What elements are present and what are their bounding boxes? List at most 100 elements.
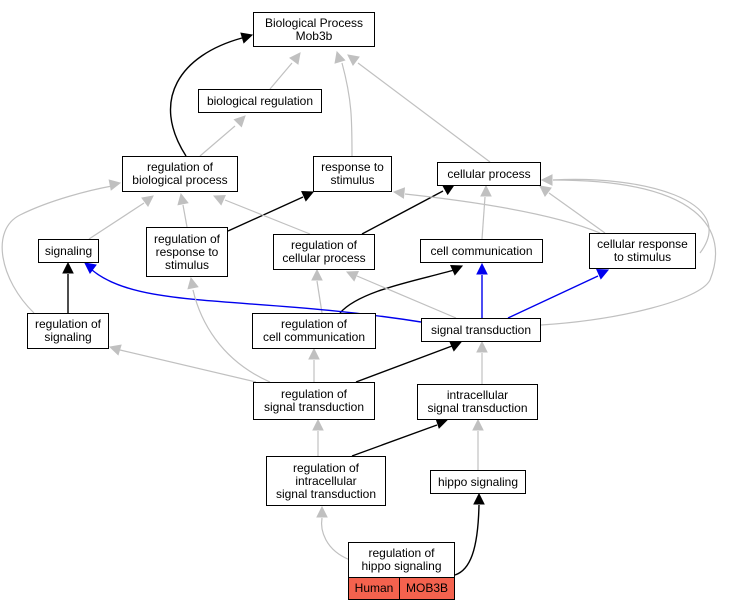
edge-line (357, 62, 491, 163)
edge-line (481, 196, 486, 240)
edge-arrowhead (442, 184, 455, 196)
node-signal-transduction[interactable]: signal transduction (421, 318, 541, 342)
node-label-line: regulation of (292, 460, 360, 475)
node-label-line: regulation of (146, 160, 214, 174)
node-label-line: signal transduction (427, 401, 528, 415)
edge-line (540, 179, 717, 326)
edge-line (507, 275, 599, 319)
node-label-line: signal transduction (275, 486, 377, 501)
node-label-line: regulation of (153, 231, 221, 246)
node-label-line: cellular process (282, 251, 366, 265)
node-intracellular-signal-transduction[interactable]: intracellular signal transduction (417, 384, 538, 420)
edge-arrowhead (108, 179, 122, 191)
node-label-line: signal transduction (263, 400, 365, 414)
node-label-line: stimulus (330, 173, 375, 187)
node-label-line: Biological Process (264, 15, 364, 30)
edge-arrowhead (473, 492, 485, 505)
node-regulation-of-signal-transduction[interactable]: regulation of signal transduction (253, 382, 375, 420)
node-label-line: response to (155, 244, 219, 259)
edge-arrowhead (311, 268, 323, 281)
node-biological-process-mob3b[interactable]: Biological Process Mob3b (253, 12, 375, 47)
node-label-line: signaling (44, 243, 93, 258)
edge-arrowhead (108, 344, 122, 356)
node-label-line: regulation of (368, 546, 435, 560)
edge-line (192, 289, 271, 383)
edge-arrowhead (301, 190, 315, 202)
node-label-line: regulation of (34, 317, 102, 331)
edge-arrowhead (141, 195, 154, 207)
edge-line (88, 202, 145, 240)
edge-arrowhead (596, 268, 610, 280)
node-cell-communication[interactable]: cell communication (420, 239, 543, 263)
node-label-line: to stimulus (613, 250, 672, 264)
edge-arrowhead (308, 347, 320, 360)
node-cellular-process[interactable]: cellular process (437, 162, 541, 186)
node-label-line: hippo signaling (361, 559, 442, 573)
edge-arrowhead (472, 418, 484, 431)
node-signaling[interactable]: signaling (38, 239, 99, 263)
node-regulation-of-biological-process[interactable]: regulation of biological process (122, 156, 238, 192)
gene-tag: MOB3B (399, 577, 455, 600)
edge-arrowhead (476, 262, 488, 275)
edge-line (339, 269, 455, 314)
edge-line (1, 185, 113, 314)
node-regulation-of-signaling[interactable]: regulation of signaling (27, 313, 109, 349)
node-regulation-of-response-to-stimulus[interactable]: regulation of response to stimulus (146, 227, 228, 277)
edge-arrowhead (476, 340, 488, 353)
node-label-line: cell communication (262, 330, 366, 344)
edge-arrowhead (334, 50, 346, 64)
edge-arrowhead (312, 418, 324, 431)
node-label-line: stimulus (164, 257, 209, 272)
node-label-line: cellular response (597, 237, 688, 251)
edge-arrowhead (540, 174, 553, 186)
edge-arrowhead (392, 187, 406, 199)
edge-line (548, 192, 606, 234)
edge-line (182, 204, 188, 228)
edge-line (351, 424, 438, 457)
edge-line (355, 345, 453, 383)
edge-line (119, 349, 257, 383)
node-label-line: Mob3b (295, 28, 333, 43)
node-label-line: hippo signaling (437, 474, 519, 489)
edge-arrowhead (316, 505, 328, 518)
edge-line (356, 275, 457, 319)
edge-line (361, 190, 444, 235)
edge-arrowhead (233, 115, 246, 128)
edge-line (224, 199, 311, 235)
node-regulation-of-hippo-signaling[interactable]: regulation of hippo signaling (348, 542, 455, 578)
node-regulation-of-cell-communication[interactable]: regulation of cell communication (252, 313, 376, 349)
node-label-line: cell communication (430, 243, 533, 258)
node-label-line: regulation of (290, 238, 358, 252)
node-label-line: response to (321, 160, 384, 174)
node-regulation-of-cellular-process[interactable]: regulation of cellular process (273, 234, 375, 270)
edge-arrowhead (240, 32, 254, 44)
edge-arrowhead (449, 340, 463, 352)
node-label-line: biological process (132, 173, 228, 187)
node-hippo-signaling[interactable]: hippo signaling (430, 470, 526, 494)
edge-line (404, 193, 601, 234)
edge-arrowhead (62, 261, 74, 274)
node-cellular-response-to-stimulus[interactable]: cellular response to stimulus (589, 233, 696, 269)
edge-arrowhead (84, 262, 97, 274)
node-label-line: intracellular (446, 388, 509, 402)
species-tag: Human (348, 577, 400, 600)
node-regulation-of-intracellular-signal-transduction[interactable]: regulation of intracellular signal trans… (266, 456, 386, 506)
edge-arrowhead (539, 185, 552, 197)
edge-line (269, 62, 293, 90)
edge-line (321, 517, 351, 561)
edge-line (227, 196, 304, 232)
edge-arrowhead (450, 264, 464, 276)
node-label-line: signaling (44, 330, 92, 344)
edge-line (454, 504, 480, 576)
graph-edges (1, 32, 717, 576)
edge-line (341, 62, 353, 157)
node-label-line: regulation of (280, 317, 348, 331)
edge-arrowhead (177, 192, 189, 206)
node-response-to-stimulus[interactable]: response to stimulus (313, 156, 392, 192)
node-biological-regulation[interactable]: biological regulation (198, 89, 322, 113)
edge-line (552, 178, 710, 254)
edge-arrowhead (480, 184, 492, 197)
edge-line (199, 125, 236, 157)
node-label-line: intracellular (295, 473, 357, 488)
